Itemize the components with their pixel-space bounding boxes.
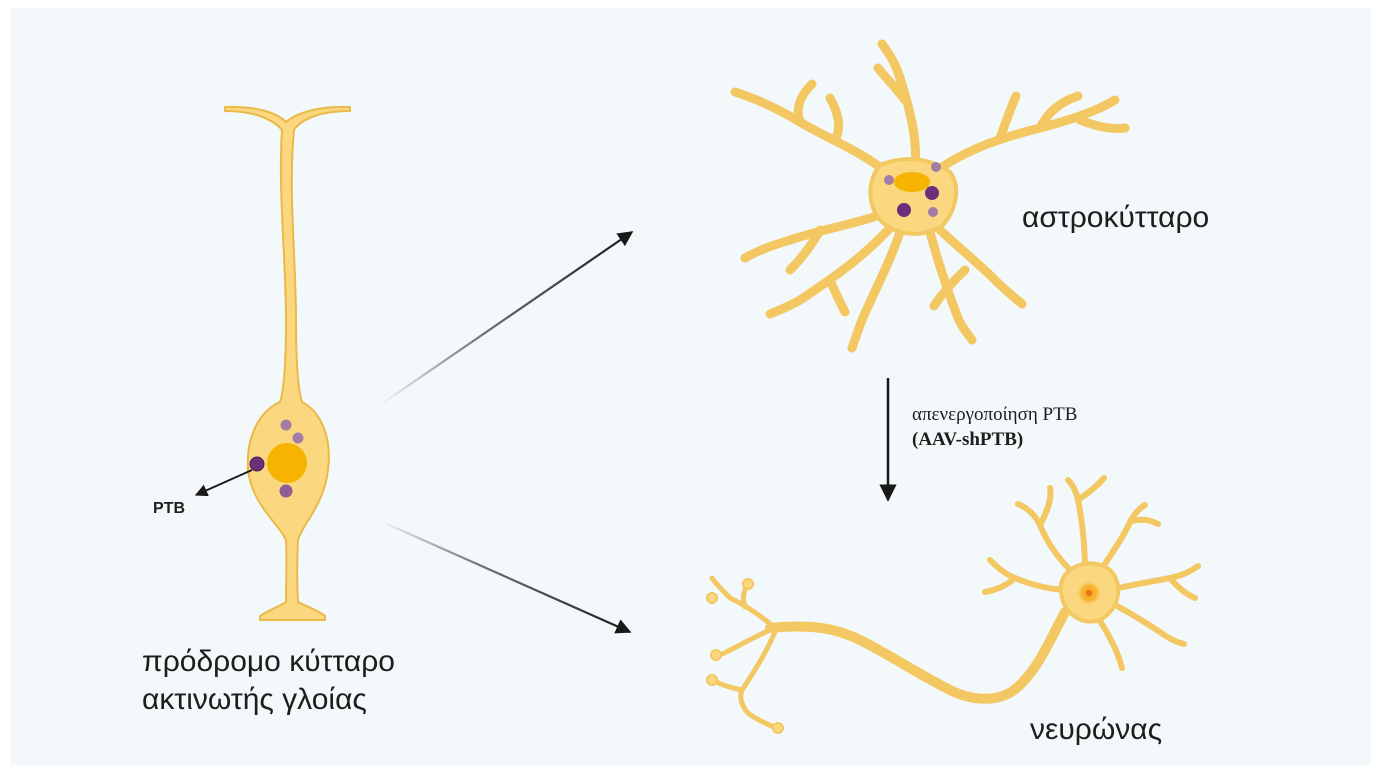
neuron-cell: [707, 478, 1198, 733]
radial-glia-label-line1: πρόδρομο κύτταρο: [142, 643, 395, 681]
ptb-label: PTB: [153, 500, 185, 518]
process-label: απενεργοποίηση PTB (AAV-shPTB): [912, 402, 1077, 452]
radial-glia-cell: [225, 107, 350, 620]
astrocyte-nucleus: [894, 172, 930, 192]
radial-glia-label-line2: ακτινωτής γλοίας: [142, 681, 395, 719]
radial-glia-label: πρόδρομο κύτταρο ακτινωτής γλοίας: [142, 643, 395, 719]
process-label-line1: απενεργοποίηση PTB: [912, 402, 1077, 427]
ptb-pointer-arrow: [196, 470, 252, 495]
radial-glia-nucleus: [267, 443, 307, 483]
process-label-line2: (AAV-shPTB): [912, 427, 1077, 452]
neuron-label: νευρώνας: [1030, 713, 1162, 747]
arrow-to-astrocyte: [380, 232, 632, 405]
arrow-to-neuron: [378, 520, 630, 632]
astrocyte-label: αστροκύτταρο: [1022, 201, 1209, 235]
